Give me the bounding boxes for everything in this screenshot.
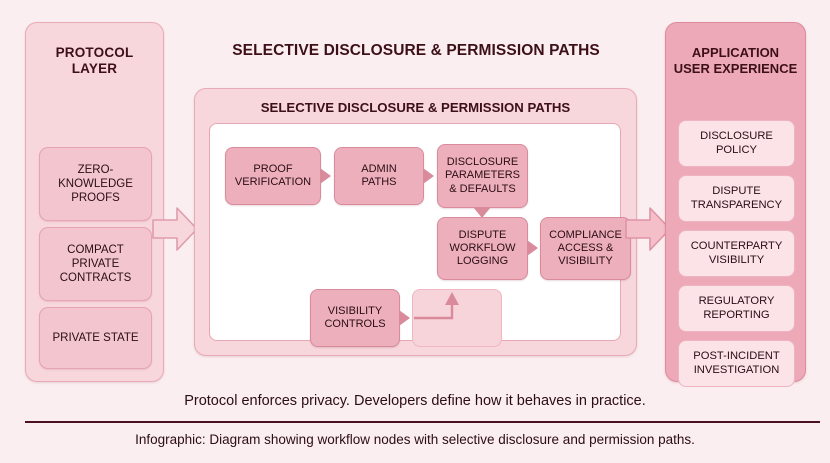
figure-caption: Infographic: Diagram showing workflow no… bbox=[135, 432, 695, 447]
tagline: Protocol enforces privacy. Developers de… bbox=[184, 393, 646, 409]
footer-divider bbox=[25, 421, 820, 424]
arrow-visibility-controls-to-placeholder-icon bbox=[399, 310, 410, 326]
application-ux-title-line2: USER EXPERIENCE bbox=[673, 60, 798, 76]
application-ux-title: APPLICATION USER EXPERIENCE bbox=[670, 45, 801, 76]
protocol-item-private-state[interactable]: PRIVATE STATE bbox=[39, 307, 152, 369]
application-ux-title-line1: APPLICATION bbox=[691, 45, 780, 60]
arrow-protocol-to-center-icon bbox=[152, 205, 198, 253]
center-heading: SELECTIVE DISCLOSURE & PERMISSION PATHS bbox=[232, 42, 600, 59]
arrow-proof-verification-to-admin-paths-icon bbox=[320, 168, 331, 184]
protocol-layer-title-line2: LAYER bbox=[71, 61, 118, 77]
center-panel-title: SELECTIVE DISCLOSURE & PERMISSION PATHS bbox=[260, 100, 571, 115]
protocol-layer-title: PROTOCOL LAYER bbox=[34, 45, 155, 77]
arrow-dispute-workflow-to-compliance-access-icon bbox=[527, 240, 538, 256]
arrow-placeholder-to-dispute-workflow-elbow-icon bbox=[412, 292, 468, 328]
protocol-layer-title-line1: PROTOCOL bbox=[55, 45, 134, 60]
arrow-admin-paths-to-disclosure-parameters-icon bbox=[423, 168, 434, 184]
arrow-center-to-application-icon bbox=[625, 205, 671, 253]
center-panel: SELECTIVE DISCLOSURE & PERMISSION PATHS … bbox=[194, 88, 637, 356]
arrow-disclosure-parameters-to-dispute-workflow-icon bbox=[473, 207, 491, 218]
